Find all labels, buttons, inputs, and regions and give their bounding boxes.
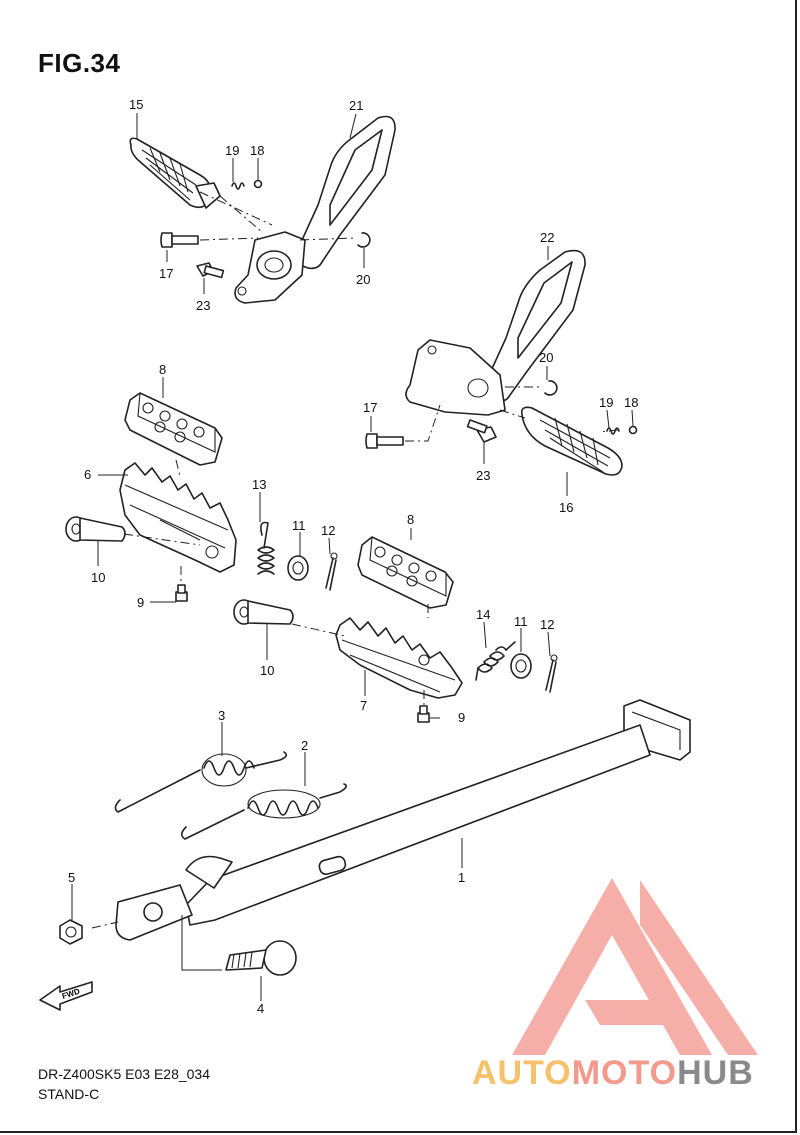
callout-9-left: 9 (137, 595, 144, 610)
callout-8-left: 8 (159, 362, 166, 377)
callout-21: 21 (349, 98, 363, 113)
callout-19-upper: 19 (225, 143, 239, 158)
callout-10-right: 10 (260, 663, 274, 678)
callout-6: 6 (84, 467, 91, 482)
footpeg-6[interactable] (119, 462, 237, 573)
bolt-9-left[interactable] (175, 584, 188, 602)
callout-3: 3 (218, 708, 225, 723)
footrest-15[interactable] (129, 137, 221, 209)
callout-1: 1 (458, 870, 465, 885)
callout-15: 15 (129, 97, 143, 112)
washer-11-right[interactable] (510, 653, 532, 679)
bracket-21[interactable] (234, 115, 396, 304)
clip-20-lower[interactable] (544, 380, 558, 396)
callout-2: 2 (301, 738, 308, 753)
callout-12-right: 12 (540, 617, 554, 632)
ball-18-upper[interactable] (253, 179, 263, 189)
callout-23-upper: 23 (196, 298, 210, 313)
callout-20-lower: 20 (539, 350, 553, 365)
callout-19-lower: 19 (599, 395, 613, 410)
rubber-pad-8-right[interactable] (357, 536, 454, 609)
callout-17-upper: 17 (159, 266, 173, 281)
callout-4: 4 (257, 1001, 264, 1016)
spring-13[interactable] (257, 521, 275, 575)
callout-5: 5 (68, 870, 75, 885)
pin-10-left[interactable] (65, 516, 126, 542)
section-name: STAND-C (38, 1086, 100, 1102)
washer-11-left[interactable] (287, 555, 309, 581)
fwd-arrow-icon: FWD (39, 981, 93, 1011)
bolt-23-upper[interactable] (196, 262, 225, 279)
figure-title: FIG.34 (38, 48, 121, 78)
watermark-moto: MOTO (571, 1054, 678, 1092)
nut-5[interactable] (59, 919, 83, 945)
watermark-auto: AUTO (472, 1054, 572, 1092)
bracket-22[interactable] (405, 249, 586, 416)
callout-23-lower: 23 (476, 468, 490, 483)
spring-19-upper[interactable] (231, 182, 245, 190)
watermark-logo (512, 878, 758, 1055)
pin-17-upper[interactable] (160, 232, 199, 248)
callout-11-right: 11 (514, 614, 528, 629)
clip-20-upper[interactable] (357, 232, 371, 248)
callout-14: 14 (476, 607, 490, 622)
callout-18-lower: 18 (624, 395, 638, 410)
ball-18-lower[interactable] (628, 425, 638, 435)
spring-14[interactable] (475, 641, 516, 681)
callout-12-left: 12 (321, 523, 335, 538)
pin-10-right[interactable] (233, 599, 294, 625)
bolt-9-right[interactable] (417, 705, 430, 723)
cotter-pin-12-left[interactable] (325, 552, 338, 591)
bolt-23-lower[interactable] (466, 419, 497, 443)
pin-17-lower[interactable] (365, 433, 404, 449)
side-stand-1[interactable] (115, 699, 691, 941)
callout-20-upper: 20 (356, 272, 370, 287)
callout-17-lower: 17 (363, 400, 377, 415)
callout-11-left: 11 (292, 518, 306, 533)
callout-13: 13 (252, 477, 266, 492)
callout-10-left: 10 (91, 570, 105, 585)
bolt-4[interactable] (225, 940, 297, 976)
footpeg-7[interactable] (335, 617, 463, 699)
callout-22: 22 (540, 230, 554, 245)
watermark-hub: HUB (677, 1054, 754, 1092)
cotter-pin-12-right[interactable] (545, 654, 558, 693)
callout-9-right: 9 (458, 710, 465, 725)
footrest-16[interactable] (520, 406, 623, 476)
callout-18-upper: 18 (250, 143, 264, 158)
watermark-text: AUTOMOTOHUB (472, 1054, 754, 1093)
callout-16: 16 (559, 500, 573, 515)
rubber-pad-8-left[interactable] (124, 392, 223, 466)
spring-2[interactable] (180, 783, 348, 840)
spring-3[interactable] (114, 751, 288, 813)
callout-7: 7 (360, 698, 367, 713)
callout-8-right: 8 (407, 512, 414, 527)
model-code: DR-Z400SK5 E03 E28_034 (38, 1066, 210, 1082)
